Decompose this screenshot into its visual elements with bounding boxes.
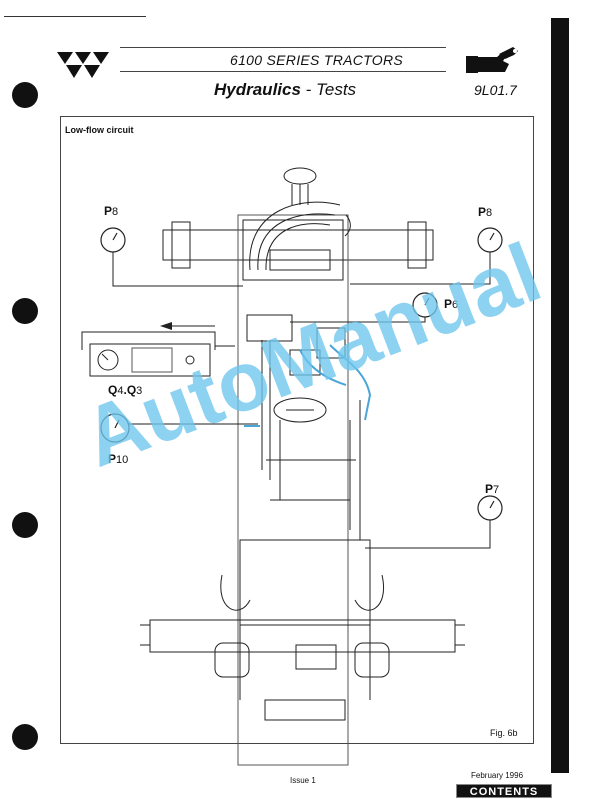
punch-hole [12,298,38,324]
gauge-label-p8-right: P8 [478,205,493,219]
front-wheel-hub-left [171,221,191,269]
tractor-body [237,214,349,766]
steering-wheel [273,397,327,423]
figure-label: Fig. 6b [490,728,518,738]
section-title-rest: - Tests [300,80,357,99]
footer-issue: Issue 1 [290,776,316,785]
figure-frame [60,116,534,744]
front-wheel-hub-right [407,221,427,269]
top-rule [4,16,146,17]
section-title: Hydraulics - Tests [214,80,356,100]
gauge-label-p8-left: P8 [104,204,119,218]
punch-hole [12,512,38,538]
gauge-label-p6: P6 [444,297,459,311]
steering-valve [283,167,317,185]
gauge-label-p7: P7 [485,482,500,496]
front-axle [162,229,434,261]
contents-button[interactable]: CONTENTS [456,784,552,798]
hand-wrench-icon [466,47,518,73]
header-rule-bottom [120,71,446,72]
gauge-label-p10: P10 [108,452,129,466]
punch-hole [12,82,38,108]
rear-axle [149,619,456,653]
punch-hole [12,724,38,750]
header-rule-top [120,47,446,48]
gauge-label-q4-q3: Q4.Q3 [108,383,143,397]
page-edge-bar [551,18,569,773]
series-title: 6100 SERIES TRACTORS [230,52,404,68]
section-title-bold: Hydraulics [214,80,301,99]
figure-caption: Low-flow circuit [65,125,134,135]
page-code: 9L01.7 [474,82,517,98]
massey-triple-triangle-logo [57,52,109,78]
footer-date: February 1996 [471,771,524,780]
